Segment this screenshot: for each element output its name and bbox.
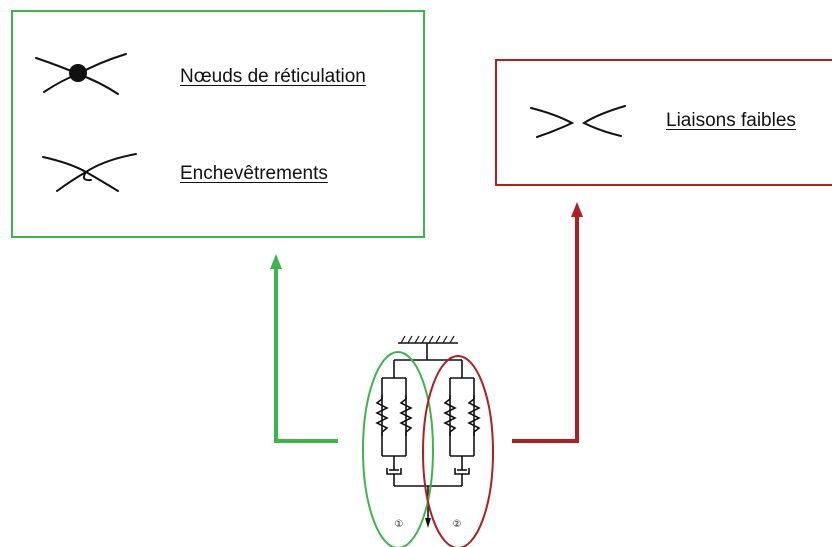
red-arrow — [512, 202, 583, 443]
weak-bond-icon — [530, 105, 626, 138]
branch-2-label: ② — [453, 519, 462, 530]
label-weak-bonds: Liaisons faibles — [666, 110, 796, 131]
branch-1-label: ① — [395, 519, 404, 530]
label-crosslink-nodes: Nœuds de réticulation — [180, 66, 366, 87]
legend-box-bonds — [11, 10, 425, 238]
crosslink-node-icon — [35, 53, 127, 95]
legend-box-weak-bonds — [495, 59, 832, 186]
entanglement-icon — [42, 153, 137, 192]
label-entanglements: Enchevêtrements — [180, 163, 328, 184]
green-branch-ellipse — [362, 351, 434, 547]
red-branch-ellipse — [422, 355, 494, 547]
green-arrow — [270, 254, 338, 443]
